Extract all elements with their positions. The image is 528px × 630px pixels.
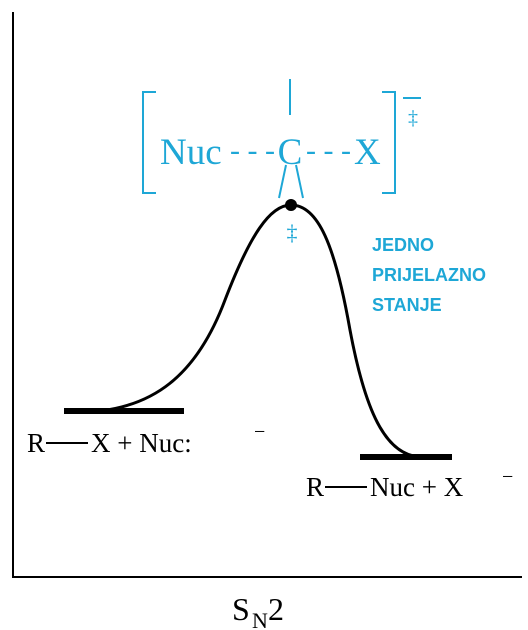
- lower-left-bond: [278, 164, 287, 199]
- product-r: R: [306, 472, 324, 502]
- product-charge: −: [502, 466, 513, 488]
- left-bracket: [142, 91, 156, 194]
- annotation-line-1: JEDNO: [372, 235, 434, 255]
- ts-double-dagger: ‡: [408, 107, 418, 129]
- transition-state-structure: [142, 79, 421, 199]
- mechanism-suffix: 2: [268, 591, 284, 627]
- peak-double-dagger: ‡: [287, 220, 298, 245]
- mechanism-s: S: [232, 591, 250, 627]
- lower-right-bond: [295, 164, 304, 199]
- nuc-label: Nuc: [160, 132, 222, 173]
- leaving-group-label: X: [354, 132, 381, 173]
- mechanism-subscript: N: [252, 608, 268, 630]
- transition-state-point: [285, 199, 297, 211]
- right-bracket: [382, 91, 396, 194]
- annotation-line-2: PRIJELAZNO: [372, 265, 486, 285]
- reactants-label: R X + Nuc: −: [27, 421, 265, 458]
- product-rest: Nuc + X: [370, 472, 464, 502]
- products-label: R Nuc + X −: [306, 466, 513, 502]
- carbon-label: C: [278, 132, 303, 173]
- left-dashes: - - -: [230, 134, 275, 167]
- right-dashes: - - -: [306, 134, 351, 167]
- reactant-r: R: [27, 428, 45, 458]
- reactant-rest: X + Nuc:: [91, 428, 192, 458]
- annotation-line-3: STANJE: [372, 295, 442, 315]
- reactant-charge: −: [254, 421, 265, 443]
- mechanism-label: S N 2: [232, 591, 284, 630]
